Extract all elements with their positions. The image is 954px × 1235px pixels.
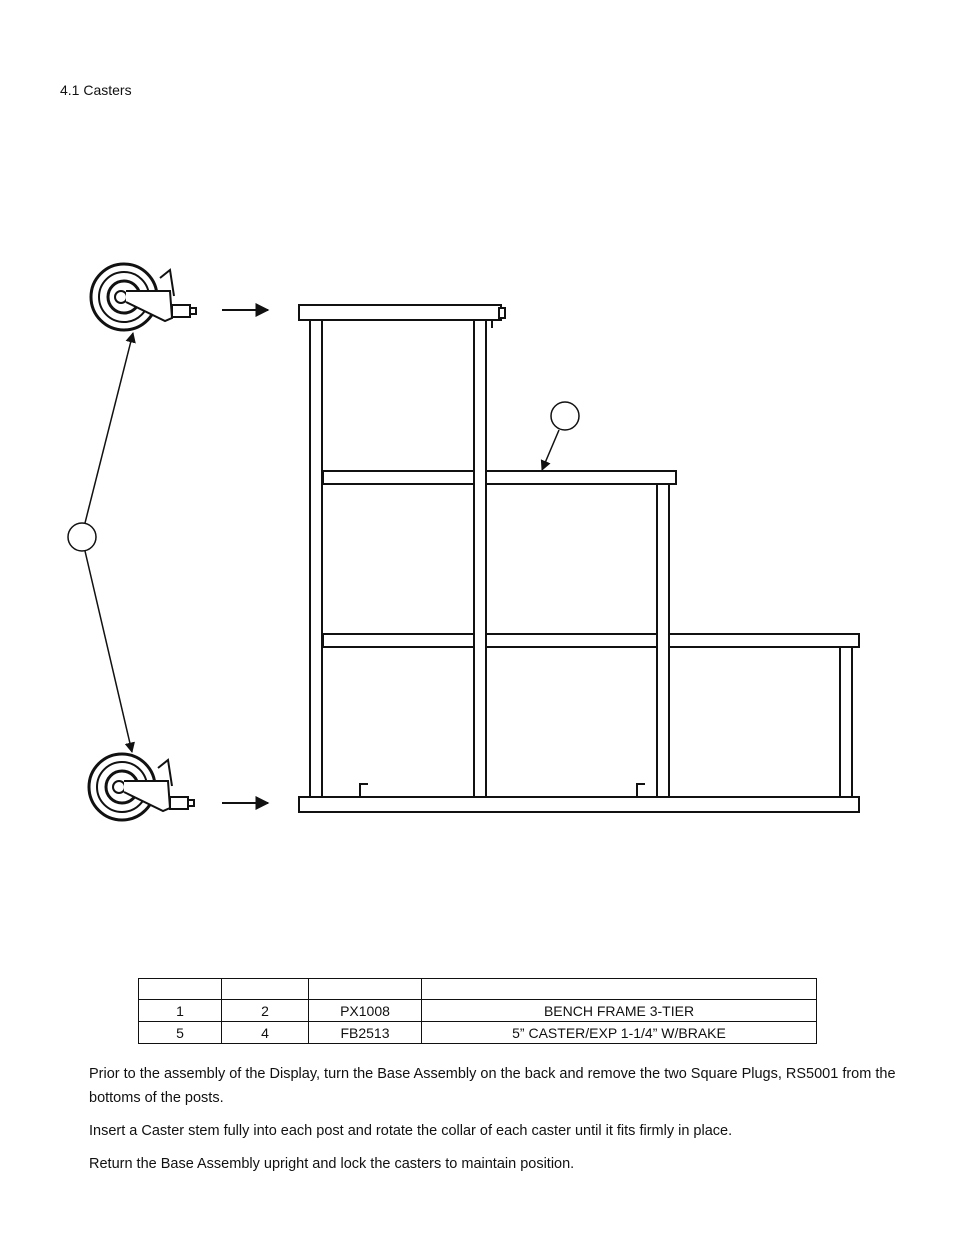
table-header-cell [421, 978, 817, 1000]
caster-top [89, 262, 197, 332]
section-title: 4.1 Casters [60, 82, 132, 98]
bench-frame [298, 304, 860, 813]
table-cell: FB2513 [308, 1021, 422, 1044]
table-header-cell [221, 978, 309, 1000]
table-cell: 1 [138, 999, 222, 1022]
table-row: 1 2 PX1008 BENCH FRAME 3-TIER [138, 999, 817, 1022]
instructions: Prior to the assembly of the Display, tu… [89, 1062, 899, 1185]
instruction-step: Return the Base Assembly upright and loc… [89, 1156, 575, 1172]
instruction-step: Prior to the assembly of the Display, tu… [89, 1066, 896, 1106]
table-cell: PX1008 [308, 999, 422, 1022]
table-header-cell [138, 978, 222, 1000]
instruction-step: Insert a Caster stem fully into each pos… [89, 1123, 733, 1139]
callout-casters [67, 331, 136, 754]
table-cell: 4 [221, 1021, 309, 1044]
table-cell: BENCH FRAME 3-TIER [421, 999, 817, 1022]
assembly-drawing [67, 262, 860, 822]
callout-frame [540, 401, 580, 471]
table-cell: 5 [138, 1021, 222, 1044]
parts-table: 1 2 PX1008 BENCH FRAME 3-TIER 5 4 FB2513… [138, 978, 817, 1044]
caster-bottom [87, 752, 195, 822]
table-header-row [138, 978, 817, 1000]
table-cell: 2 [221, 999, 309, 1022]
table-cell: 5” CASTER/EXP 1-1/4” W/BRAKE [421, 1021, 817, 1044]
table-header-cell [308, 978, 422, 1000]
table-row: 5 4 FB2513 5” CASTER/EXP 1-1/4” W/BRAKE [138, 1021, 817, 1044]
